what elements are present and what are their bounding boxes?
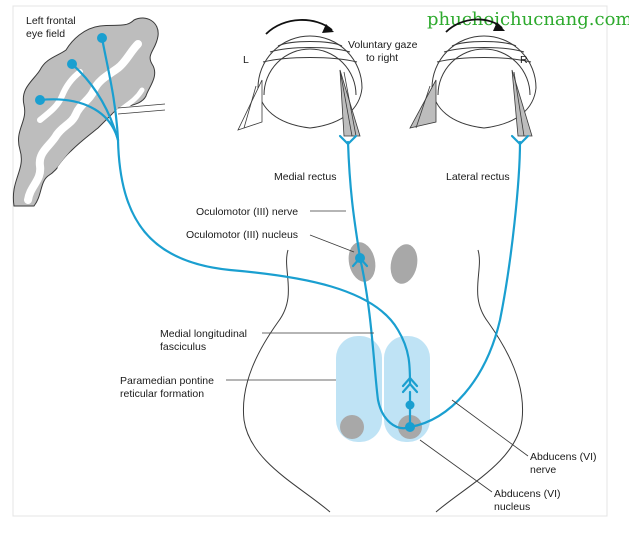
fef-cell-2 bbox=[67, 59, 77, 69]
label-abducens-nerve-2: nerve bbox=[530, 464, 556, 476]
fef-cell-1 bbox=[35, 95, 45, 105]
medial-rectus-ending bbox=[338, 134, 358, 146]
right-eye bbox=[409, 35, 537, 137]
label-pprf-1: Paramedian pontine bbox=[120, 375, 214, 387]
label-mlf-2: fasciculus bbox=[160, 341, 206, 353]
brainstem-outline bbox=[242, 249, 524, 513]
label-oculomotor-nerve: Oculomotor (III) nerve bbox=[196, 206, 298, 218]
pprf-synapse-fork-2 bbox=[401, 376, 419, 388]
label-abducens-nucleus-2: nucleus bbox=[494, 501, 530, 513]
label-mlf-1: Medial longitudinal bbox=[160, 328, 247, 340]
label-voluntary-gaze-1: Voluntary gaze bbox=[348, 39, 418, 51]
label-left-frontal-1: Left frontal bbox=[26, 15, 76, 27]
oculomotor-cell bbox=[355, 253, 365, 263]
fef-fiber-2 bbox=[70, 62, 120, 142]
label-lateral-rectus: Lateral rectus bbox=[446, 171, 510, 183]
pprf-left bbox=[336, 336, 382, 442]
left-gaze-arrowhead bbox=[322, 24, 334, 33]
fef-cell-3 bbox=[97, 33, 107, 43]
left-eye bbox=[237, 35, 363, 137]
label-medial-rectus: Medial rectus bbox=[274, 171, 336, 183]
label-R: R bbox=[520, 54, 528, 66]
oculomotor-nucleus-right bbox=[390, 244, 418, 284]
left-gaze-arrow bbox=[265, 19, 333, 35]
label-oculomotor-nucleus: Oculomotor (III) nucleus bbox=[186, 229, 298, 241]
fef-fiber-3 bbox=[100, 36, 120, 142]
abducens-nerve-path bbox=[408, 140, 522, 429]
mlf-path bbox=[358, 256, 412, 430]
lateral-rectus-ending bbox=[510, 134, 530, 146]
label-abducens-nerve-1: Abducens (VI) bbox=[530, 451, 597, 463]
panel-border bbox=[12, 5, 608, 517]
label-abducens-nucleus-1: Abducens (VI) bbox=[494, 488, 561, 500]
right-gaze-arrowhead bbox=[493, 22, 505, 31]
pprf-synapse-fork bbox=[401, 382, 419, 394]
label-L: L bbox=[243, 54, 249, 66]
leader-lines bbox=[226, 210, 529, 493]
label-left-frontal-2: eye field bbox=[26, 28, 65, 40]
nerve-pathways bbox=[38, 36, 522, 430]
abducens-nucleus-left bbox=[340, 415, 364, 439]
label-pprf-2: reticular formation bbox=[120, 388, 204, 400]
oculomotor-nerve-path bbox=[346, 140, 362, 260]
watermark: phuchoichucnang.com bbox=[427, 9, 629, 30]
frontal-cortex bbox=[12, 17, 166, 207]
frontal-descending-tract bbox=[116, 138, 412, 386]
label-voluntary-gaze-2: to right bbox=[366, 52, 398, 64]
